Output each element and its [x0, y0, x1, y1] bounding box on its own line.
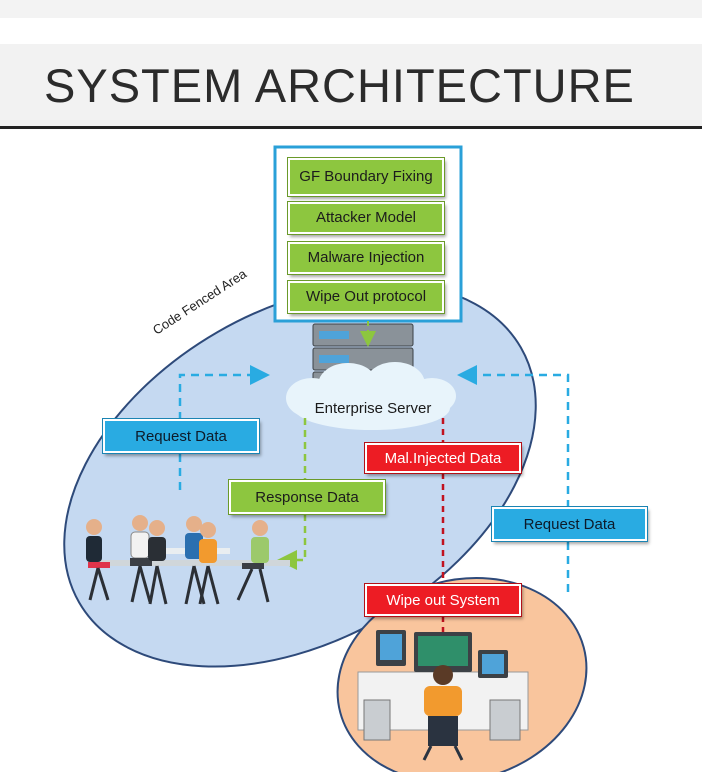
top-bar — [0, 0, 702, 18]
person-5 — [198, 522, 220, 605]
cloud-icon — [286, 362, 456, 430]
request-data-right-label: Request Data — [491, 506, 648, 542]
module-attacker-model: Attacker Model — [287, 201, 445, 235]
request-data-left-label: Request Data — [102, 418, 260, 454]
response-data-label: Response Data — [228, 479, 386, 515]
person-6 — [236, 520, 270, 603]
title-divider — [0, 126, 702, 129]
person-3 — [148, 520, 168, 605]
page-title: SYSTEM ARCHITECTURE — [44, 59, 635, 112]
request-left-arrow — [178, 365, 270, 490]
wipe-out-system-label: Wipe out System — [364, 583, 522, 617]
module-gf-boundary-fixing: GF Boundary Fixing — [287, 157, 445, 197]
team-icon — [86, 515, 290, 605]
module-wipe-out-protocol: Wipe Out protocol — [287, 280, 445, 314]
attacker-workstation-icon — [357, 630, 529, 761]
mal-injected-data-label: Mal.Injected Data — [364, 442, 522, 474]
module-malware-injection: Malware Injection — [287, 241, 445, 275]
person-2 — [130, 515, 152, 603]
person-1 — [86, 519, 110, 601]
header-band — [0, 44, 702, 126]
enterprise-server-label: Enterprise Server — [314, 400, 432, 417]
